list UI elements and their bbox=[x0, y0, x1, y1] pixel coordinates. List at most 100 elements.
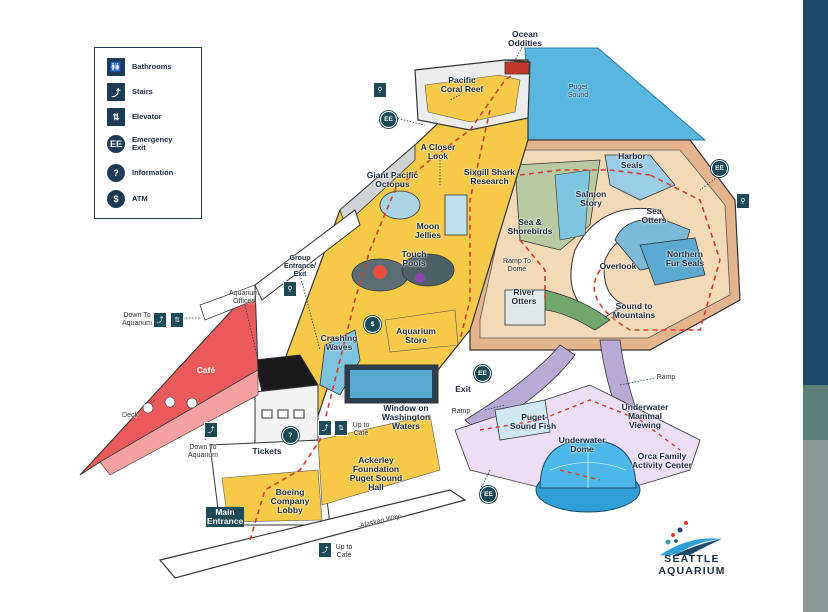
label-down-to-aquarium-bottom: Down To Aquarium bbox=[188, 444, 218, 459]
label-aquarium-store: Aquarium Store bbox=[396, 326, 436, 345]
cafe-table bbox=[164, 396, 176, 408]
label-down-to-aquarium-top: Down To Aquarium bbox=[122, 312, 152, 327]
stairs-icon: ⤴ bbox=[153, 312, 167, 328]
label-group-entrance: Group Entrance/ Exit bbox=[284, 255, 316, 278]
label-river-otters: River Otters bbox=[511, 287, 537, 306]
label-sea-otters: Sea Otters bbox=[641, 206, 667, 225]
label-cafe: Café bbox=[196, 365, 216, 375]
label-northern-fur-seals: Northern Fur Seals bbox=[665, 249, 705, 268]
label-ocean-oddities: Ocean Oddities bbox=[507, 29, 542, 48]
label-boeing-lobby: Boeing Company Lobby bbox=[270, 487, 310, 515]
logo-dot bbox=[671, 533, 675, 537]
sidebar-strip bbox=[803, 0, 828, 612]
restroom-icon: 🚻 bbox=[107, 58, 125, 76]
stairs-icon: ⤴ bbox=[107, 83, 125, 101]
label-harbor-seals: Harbor Seals bbox=[618, 151, 646, 170]
label-sea-shorebirds: Sea & Shorebirds bbox=[507, 217, 553, 236]
aquarium-store bbox=[384, 309, 459, 353]
logo-wave-icon bbox=[660, 521, 722, 556]
octopus-tank bbox=[379, 190, 421, 220]
label-puget-sound-fish: Puget Sound Fish bbox=[509, 412, 557, 431]
emergency-exit-icon: EE bbox=[474, 365, 491, 382]
legend-label: Elevator bbox=[132, 112, 162, 121]
label-giant-pacific-octopus: Giant Pacific Octopus bbox=[366, 170, 419, 189]
jellies-tank bbox=[444, 194, 468, 236]
label-main-entrance: Main Entrance bbox=[206, 507, 244, 527]
label-a-closer-look: A Closer Look bbox=[420, 142, 456, 161]
legend-row-atm: $ ATM bbox=[107, 188, 148, 210]
label-underwater-dome: Underwater Dome bbox=[558, 435, 606, 454]
logo-dot bbox=[677, 527, 683, 533]
cafe-wing-top-wall bbox=[199, 284, 256, 321]
label-ackerley: Ackerley Foundation Puget Sound Hall bbox=[349, 455, 403, 492]
stairs-icon: ⤴ bbox=[204, 422, 218, 438]
label-crashing-waves: Crashing Waves bbox=[320, 333, 358, 352]
harbor-seal-pool bbox=[604, 154, 676, 201]
sidebar-band-top bbox=[803, 0, 828, 385]
label-underwater-mammal: Underwater Mammal Viewing bbox=[621, 402, 669, 430]
cafe-table bbox=[142, 402, 154, 414]
logo-wave-dark bbox=[674, 539, 722, 555]
cafe-wing-deck bbox=[99, 369, 259, 476]
lobby-window bbox=[261, 409, 273, 419]
coral-reef-floor bbox=[424, 74, 521, 123]
logo-dot bbox=[684, 521, 688, 525]
river-otter-tank bbox=[504, 289, 546, 326]
label-window-on-washington: Window on Washington Waters bbox=[381, 403, 431, 431]
sidebar-band-mid bbox=[803, 385, 828, 440]
label-aquarium-offices: Aquarium Offices bbox=[229, 290, 259, 305]
label-deck: Deck bbox=[122, 412, 138, 419]
window-washington-glass bbox=[350, 370, 432, 398]
label-puget-sound-water: Puget Sound bbox=[567, 84, 589, 99]
information-icon: ? bbox=[107, 164, 125, 182]
label-sixgill-shark: Sixgill Shark Research bbox=[463, 167, 516, 186]
emergency-exit-icon: EE bbox=[480, 486, 497, 503]
atm-icon: $ bbox=[107, 190, 125, 208]
elevator-icon: ⇅ bbox=[170, 312, 184, 328]
logo-wave bbox=[660, 538, 722, 556]
logo-dot bbox=[665, 539, 671, 545]
restroom-icon: ⚲ bbox=[283, 281, 297, 297]
logo-wordmark: SEATTLE AQUARIUM bbox=[658, 553, 726, 577]
salmon-stream bbox=[554, 169, 591, 241]
legend-row-emergency-exit: EE Emergency Exit bbox=[107, 133, 187, 155]
label-pacific-coral-reef: Pacific Coral Reef bbox=[440, 75, 484, 94]
restroom-icon: ⚲ bbox=[373, 82, 387, 98]
emergency-exit-icon: EE bbox=[107, 135, 125, 153]
legend-row-information: ? Information bbox=[107, 162, 173, 184]
label-up-to-cafe-bottom: Up to Café bbox=[335, 544, 353, 559]
map-legend: 🚻 Bathrooms ⤴ Stairs ⇅ Elevator EE Emerg… bbox=[94, 47, 202, 219]
label-sound-to-mountains: Sound to Mountains bbox=[612, 301, 656, 320]
sidebar-band-bottom bbox=[803, 440, 828, 612]
stairs-icon: ⤴ bbox=[318, 542, 332, 558]
cafe-table bbox=[186, 397, 198, 409]
legend-label: ATM bbox=[132, 194, 148, 203]
label-overlook: Overlook bbox=[599, 261, 637, 271]
logo-dot bbox=[674, 539, 678, 543]
seastar bbox=[415, 273, 425, 283]
label-tickets: Tickets bbox=[252, 446, 282, 456]
legend-label: Stairs bbox=[132, 87, 153, 96]
emergency-exit-icon: EE bbox=[380, 111, 397, 128]
emergency-exit-icon: EE bbox=[711, 160, 728, 177]
legend-label: Information bbox=[132, 168, 174, 177]
label-touch-pools: Touch Pools bbox=[401, 249, 427, 268]
legend-label: Bathrooms bbox=[132, 62, 172, 71]
label-moon-jellies: Moon Jellies bbox=[415, 221, 441, 240]
seattle-aquarium-logo: SEATTLE AQUARIUM bbox=[630, 517, 754, 577]
lobby-window bbox=[293, 409, 305, 419]
information-icon: ? bbox=[282, 427, 299, 444]
label-salmon-story: Salmon Story bbox=[575, 189, 607, 208]
label-ramp-left: Ramp bbox=[451, 408, 471, 415]
visitor-route bbox=[249, 69, 721, 541]
atm-icon: $ bbox=[364, 316, 381, 333]
ackerley-hall-floor bbox=[317, 414, 441, 506]
stairs-icon: ⤴ bbox=[318, 420, 332, 436]
ocean-oddities-tank bbox=[504, 61, 530, 75]
anemone-a bbox=[373, 265, 387, 279]
sidewalk bbox=[158, 489, 467, 579]
label-up-to-cafe: Up to Café bbox=[352, 422, 370, 437]
elevator-icon: ⇅ bbox=[107, 108, 125, 126]
legend-row-stairs: ⤴ Stairs bbox=[107, 81, 153, 103]
